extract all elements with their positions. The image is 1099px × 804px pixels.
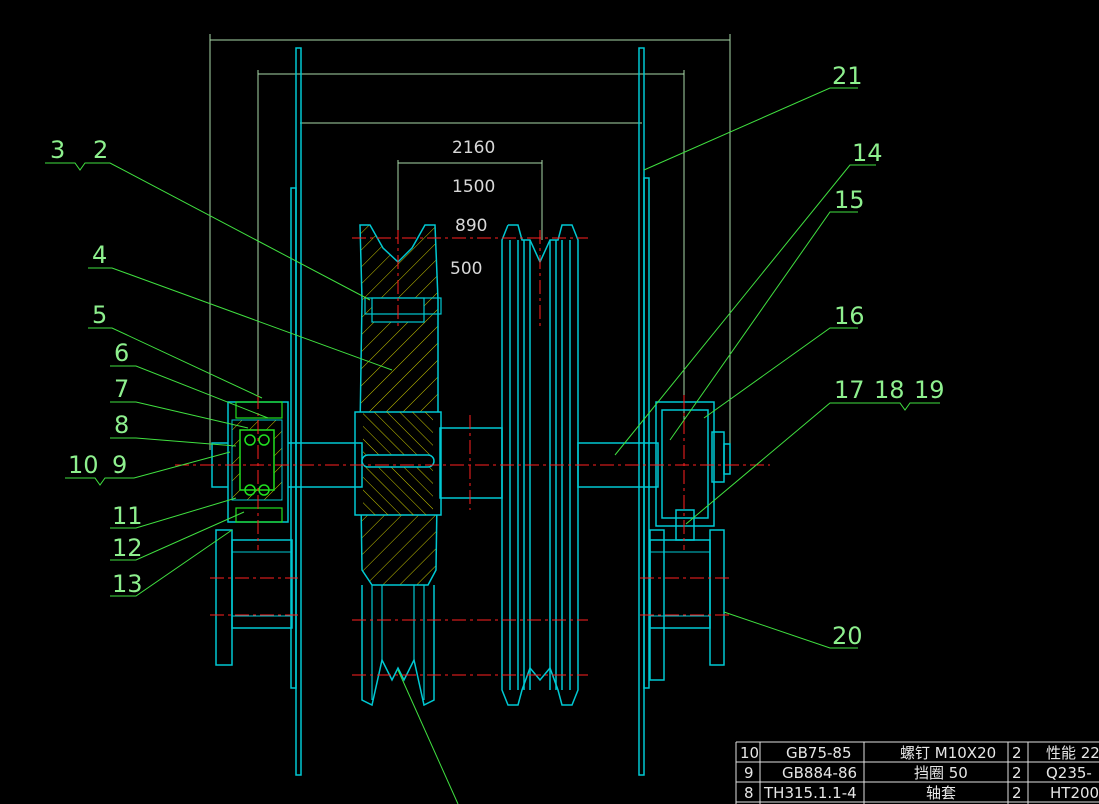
dim-1500: 1500: [452, 177, 495, 197]
label-11: 11: [112, 502, 143, 530]
label-21: 21: [832, 62, 863, 90]
leader-lines: [45, 87, 940, 804]
cell-no: 10: [740, 744, 759, 762]
label-3: 3: [50, 136, 65, 164]
label-8: 8: [114, 411, 129, 439]
label-12: 12: [112, 534, 143, 562]
label-10: 10: [68, 451, 99, 479]
table-row: 8 TH315.1.1-4 轴套 2 HT200: [744, 784, 1099, 802]
cell-qty: 2: [1012, 744, 1022, 762]
cell-name: 挡圈 50: [914, 764, 968, 782]
frame-plates: [290, 47, 650, 776]
table-row: 9 GB884-86 挡圈 50 2 Q235-: [744, 764, 1092, 782]
label-17: 17: [834, 376, 865, 404]
label-5: 5: [92, 301, 107, 329]
cell-no: 8: [744, 784, 754, 802]
dim-2160: 2160: [452, 138, 495, 158]
label-13: 13: [112, 570, 143, 598]
parts-table: 10 GB75-85 螺钉 M10X20 2 性能 22 9 GB884-86 …: [735, 741, 1099, 804]
table-row: 10 GB75-85 螺钉 M10X20 2 性能 22: [740, 744, 1099, 762]
label-6: 6: [114, 339, 129, 367]
cell-name: 螺钉 M10X20: [900, 744, 996, 762]
cell-name: 轴套: [926, 784, 956, 802]
label-7: 7: [114, 375, 129, 403]
cell-qty: 2: [1012, 784, 1022, 802]
cell-code: TH315.1.1-4: [763, 784, 857, 802]
label-2: 2: [93, 136, 108, 164]
dimension-texts: 2160 1500 890 500: [450, 138, 495, 279]
label-15: 15: [834, 186, 865, 214]
label-19: 19: [914, 376, 945, 404]
part-labels: 3 2 4 5 6 7 8 10 9 11 12 13 21 14 15 16 …: [50, 62, 945, 650]
label-14: 14: [852, 139, 883, 167]
cell-qty: 2: [1012, 764, 1022, 782]
label-16: 16: [834, 302, 865, 330]
label-20: 20: [832, 622, 863, 650]
cell-material: Q235-: [1046, 764, 1092, 782]
dimension-lines: [209, 34, 731, 450]
cell-material: HT200: [1050, 784, 1099, 802]
dim-500: 500: [450, 259, 482, 279]
label-18: 18: [874, 376, 905, 404]
cell-material: 性能 22: [1046, 744, 1099, 762]
center-lines: [175, 230, 770, 676]
cell-code: GB884-86: [782, 764, 857, 782]
label-9: 9: [112, 451, 127, 479]
cell-no: 9: [744, 764, 754, 782]
right-bearing-housing: [649, 401, 731, 681]
label-4: 4: [92, 241, 107, 269]
cell-code: GB75-85: [786, 744, 852, 762]
dim-890: 890: [455, 216, 487, 236]
